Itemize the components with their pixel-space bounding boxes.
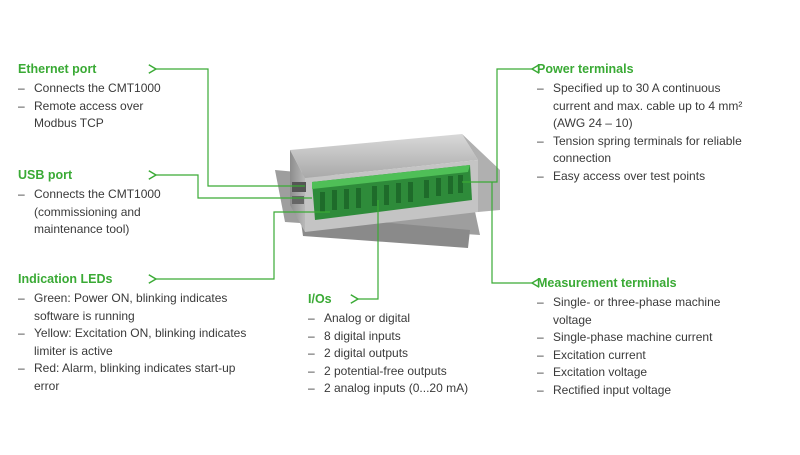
list-item: Tension spring terminals for reliable co… <box>537 133 752 168</box>
list-item: Yellow: Excitation ON, blinking indicate… <box>18 325 258 360</box>
measurement-terminals-title: Measurement terminals <box>537 276 677 290</box>
measurement-terminals-list: Single- or three-phase machine voltage S… <box>537 294 752 399</box>
list-item: Connects the CMT1000 (commissioning and … <box>18 186 183 239</box>
indication-leds-list: Green: Power ON, blinking indicates soft… <box>18 290 258 395</box>
list-item: Single- or three-phase machine voltage <box>537 294 752 329</box>
ios-leader <box>358 200 379 299</box>
device-image <box>275 134 500 248</box>
ios-list: Analog or digital 8 digital inputs 2 dig… <box>308 310 508 398</box>
list-item: Analog or digital <box>308 310 508 328</box>
ethernet-port-title: Ethernet port <box>18 62 97 76</box>
ethernet-port-list: Connects the CMT1000 Remote access over … <box>18 80 168 133</box>
list-item: Remote access over Modbus TCP <box>18 98 168 133</box>
measurement-leader <box>491 182 532 283</box>
list-item: Excitation voltage <box>537 364 752 382</box>
indication-leds-section: Indication LEDs Green: Power ON, blinkin… <box>18 271 258 395</box>
list-item: 8 digital inputs <box>308 328 508 346</box>
usb-port-title: USB port <box>18 168 73 182</box>
list-item: Red: Alarm, blinking indicates start-up … <box>18 360 258 395</box>
leds-leader <box>156 211 330 279</box>
power-leader <box>462 69 532 183</box>
power-terminals-title: Power terminals <box>537 62 634 76</box>
list-item: Excitation current <box>537 347 752 365</box>
ios-section: I/Os Analog or digital 8 digital inputs … <box>308 291 508 398</box>
usb-leader <box>156 175 312 199</box>
leader-lines <box>156 69 532 299</box>
list-item: Connects the CMT1000 <box>18 80 168 98</box>
measurement-terminals-section: Measurement terminals Single- or three-p… <box>537 275 752 399</box>
list-item: 2 analog inputs (0...20 mA) <box>308 380 508 398</box>
list-item: 2 potential-free outputs <box>308 363 508 381</box>
list-item: Single-phase machine current <box>537 329 752 347</box>
ethernet-leader <box>156 69 305 187</box>
power-terminals-section: Power terminals Specified up to 30 A con… <box>537 61 752 185</box>
power-terminals-list: Specified up to 30 A continuous current … <box>537 80 752 185</box>
list-item: 2 digital outputs <box>308 345 508 363</box>
list-item: Green: Power ON, blinking indicates soft… <box>18 290 258 325</box>
list-item: Specified up to 30 A continuous current … <box>537 80 752 133</box>
usb-port-section: USB port Connects the CMT1000 (commissio… <box>18 167 183 239</box>
list-item: Rectified input voltage <box>537 382 752 400</box>
usb-port-list: Connects the CMT1000 (commissioning and … <box>18 186 183 239</box>
indication-leds-title: Indication LEDs <box>18 272 113 286</box>
ethernet-port-section: Ethernet port Connects the CMT1000 Remot… <box>18 61 168 133</box>
ios-title: I/Os <box>308 292 332 306</box>
list-item: Easy access over test points <box>537 168 752 186</box>
